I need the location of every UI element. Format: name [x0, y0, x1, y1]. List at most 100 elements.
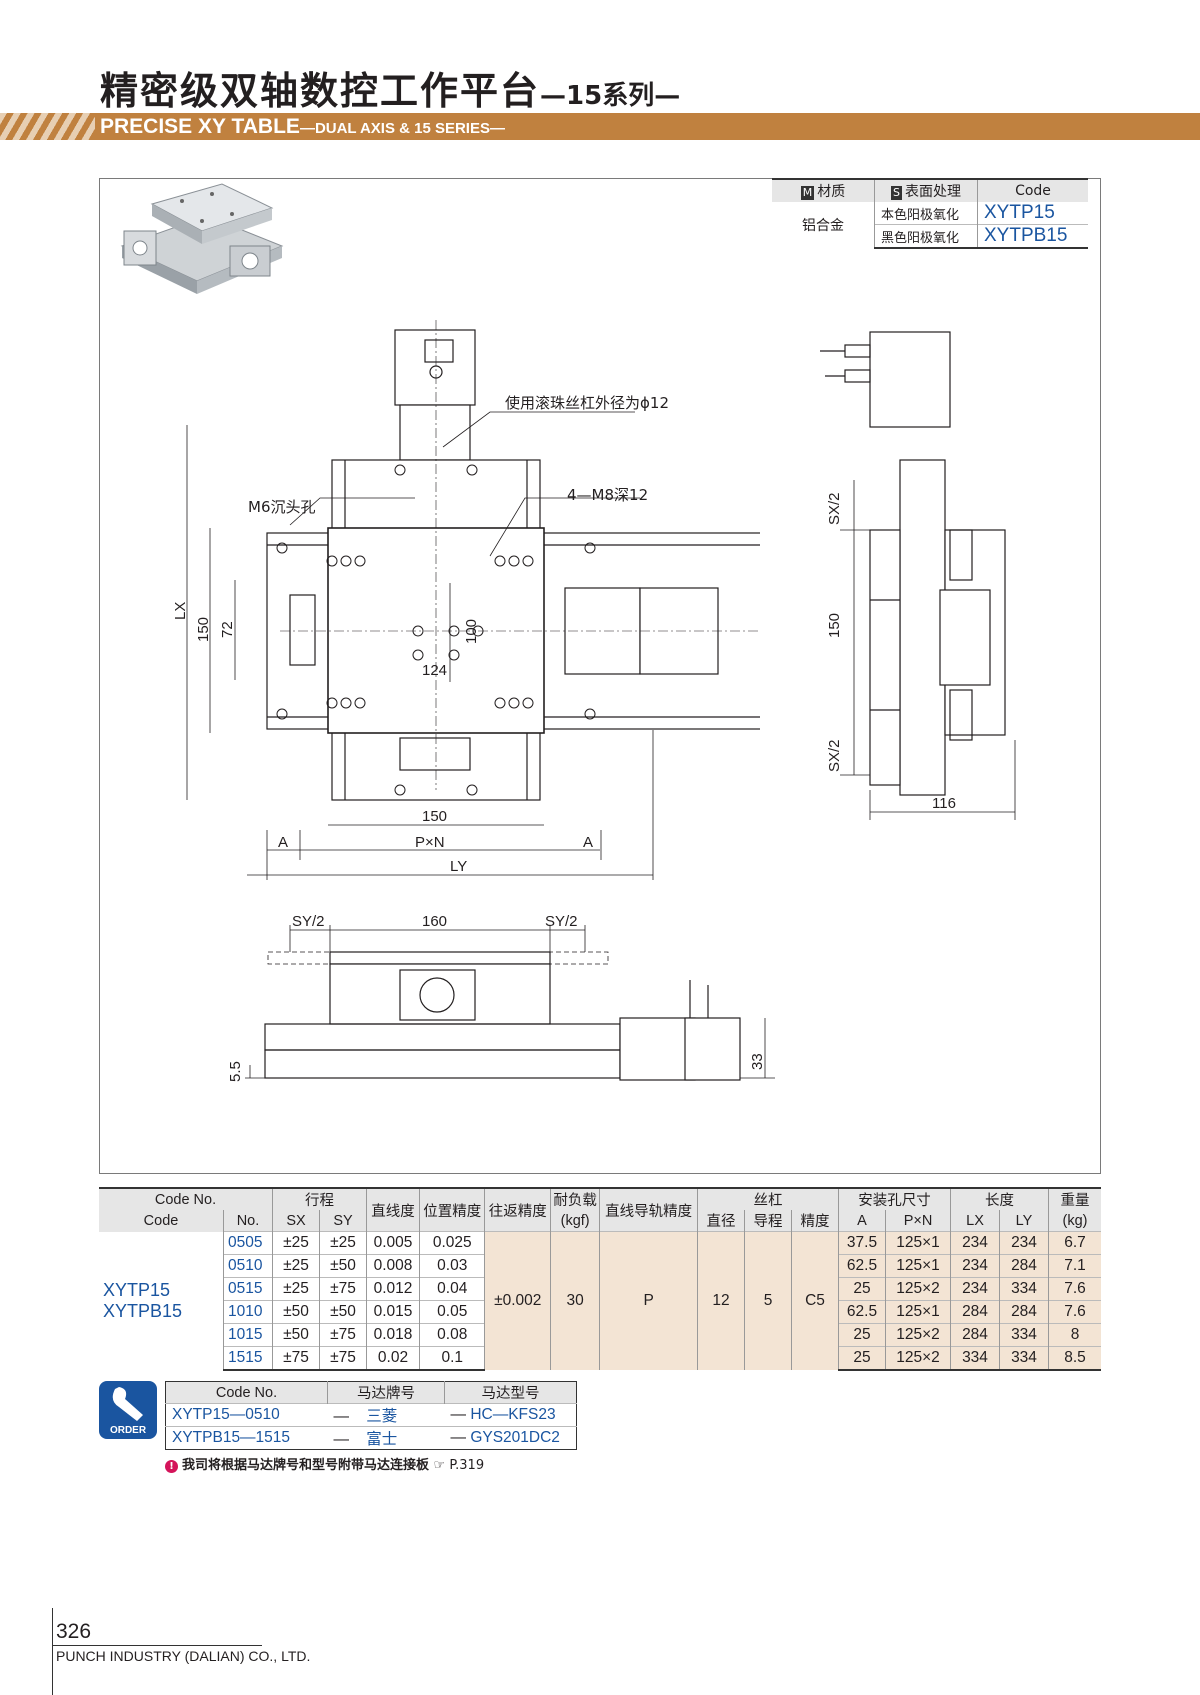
surface-header-label: 表面处理	[904, 184, 961, 200]
order-note-ref: ☞ P.319	[433, 1458, 485, 1473]
material-code: XYTP15	[977, 202, 1088, 225]
th-screw: 丝杠	[697, 1187, 839, 1210]
th-ly: LY	[999, 1210, 1049, 1232]
order-row: XYTPB15—1515 — 富士 — GYS201DC2	[165, 1426, 577, 1450]
th-lx: LX	[950, 1210, 1000, 1232]
band-hatch	[0, 113, 95, 140]
material-code: XYTPB15	[977, 224, 1088, 249]
spec-lx: 234	[950, 1277, 1000, 1301]
spec-weight: 7.6	[1048, 1277, 1101, 1301]
dim-a-right: A	[583, 834, 593, 851]
dim-150-vertical: 150	[195, 617, 212, 642]
side-dim-150: 150	[826, 613, 843, 638]
surface-badge-icon: S	[891, 186, 902, 200]
spec-no: 0515	[223, 1277, 273, 1301]
spec-weight: 8.5	[1048, 1346, 1101, 1371]
order-icon	[99, 1381, 157, 1439]
table-row: 0515 ±25 ±75 0.012 0.04 25 125×2 234 334…	[99, 1277, 1101, 1301]
surface-value: 本色阳极氧化	[874, 202, 978, 225]
th-mount: 安装孔尺寸	[838, 1187, 951, 1210]
material-value: 铝合金	[802, 218, 844, 234]
order-row: XYTP15—0510 — 三菱 — HC—KFS23	[165, 1403, 577, 1427]
order-th-model: 马达型号	[444, 1381, 577, 1404]
dim-pxn: P×N	[415, 834, 445, 851]
order-dash: —	[450, 1429, 467, 1446]
spec-straightness: 0.008	[365, 1254, 420, 1278]
alert-icon: !	[165, 1460, 178, 1473]
order-th-brand: 马达牌号	[327, 1381, 445, 1404]
spec-a: 25	[838, 1346, 886, 1371]
spec-sy: ±50	[319, 1300, 367, 1324]
spec-weight: 7.1	[1048, 1254, 1101, 1278]
order-model-cell: — GYS201DC2	[444, 1426, 577, 1450]
spec-lx: 234	[950, 1254, 1000, 1278]
spec-a: 25	[838, 1323, 886, 1347]
spec-table: Code No. 行程 直线度 位置精度 往返精度 耐负载 直线导轨精度 丝杠 …	[99, 1187, 1101, 1371]
spec-sx: ±25	[272, 1254, 320, 1278]
spec-header-row-1: Code No. 行程 直线度 位置精度 往返精度 耐负载 直线导轨精度 丝杠 …	[99, 1187, 1101, 1232]
spec-load: 30	[549, 1231, 600, 1370]
title-cn-suffix: —15系列—	[540, 81, 681, 111]
dim-124: 124	[422, 662, 447, 679]
title-en-main: PRECISE XY TABLE	[100, 115, 300, 138]
ballscrew-note: 使用滚珠丝杠外径为ϕ12	[505, 394, 669, 412]
lx-label: LX	[172, 602, 189, 620]
spec-sx: ±75	[272, 1346, 320, 1371]
material-row: 铝合金 本色阳极氧化 XYTP15	[772, 202, 1088, 234]
spec-position: 0.03	[419, 1254, 485, 1278]
side-motor	[869, 331, 951, 428]
th-weight: 重量	[1048, 1187, 1101, 1210]
spec-a: 62.5	[838, 1254, 886, 1278]
order-brand-cell: — 富士	[327, 1426, 445, 1450]
th-no: No.	[223, 1210, 273, 1232]
dim-116: 116	[932, 795, 956, 812]
front-motor	[619, 1017, 696, 1081]
sx2-top: SX/2	[826, 492, 843, 525]
order-model-cell: — HC—KFS23	[444, 1403, 577, 1427]
th-position-accuracy: 位置精度	[419, 1187, 485, 1232]
spec-sx: ±50	[272, 1300, 320, 1324]
th-rail-accuracy: 直线导轨精度	[599, 1187, 698, 1232]
th-mount-a: A	[838, 1210, 886, 1232]
spec-lead: 5	[744, 1231, 792, 1370]
spec-weight: 8	[1048, 1323, 1101, 1347]
company-name: PUNCH INDUSTRY (DALIAN) CO., LTD.	[56, 1648, 311, 1664]
spec-no: 1515	[223, 1346, 273, 1371]
footer-rule-horizontal	[52, 1645, 262, 1646]
spec-no: 1010	[223, 1300, 273, 1324]
spec-sy: ±75	[319, 1323, 367, 1347]
product-photo	[120, 183, 284, 294]
drawing-frame	[99, 178, 1101, 1174]
table-row: 1515 ±75 ±75 0.02 0.1 25 125×2 334 334 8…	[99, 1346, 1101, 1371]
th-stroke: 行程	[272, 1187, 367, 1210]
th-sy: SY	[319, 1210, 367, 1232]
order-table: Code No. 马达牌号 马达型号 XYTP15—0510 — 三菱 — HC…	[165, 1381, 577, 1450]
sy2-right: SY/2	[545, 913, 578, 930]
th-weight-unit: (kg)	[1048, 1210, 1101, 1232]
table-row: 0510 ±25 ±50 0.008 0.03 62.5 125×1 234 2…	[99, 1254, 1101, 1278]
order-code: XYTP15—0510	[165, 1403, 328, 1427]
spec-ly: 284	[999, 1300, 1049, 1324]
title-en-suffix: —DUAL AXIS & 15 SERIES—	[299, 120, 505, 137]
material-row: 黑色阳极氧化 XYTPB15	[772, 224, 1088, 249]
dim-a-left: A	[278, 834, 288, 851]
spec-ly: 334	[999, 1277, 1049, 1301]
title-cn: 精密级双轴数控工作平台	[100, 69, 541, 113]
spec-a: 37.5	[838, 1231, 886, 1255]
dim-100: 100	[463, 619, 480, 644]
spec-a: 62.5	[838, 1300, 886, 1324]
title-en: PRECISE XY TABLE—DUAL AXIS & 15 SERIES—	[100, 113, 505, 140]
dim-33: 33	[749, 1053, 766, 1070]
order-header: Code No. 马达牌号 马达型号	[165, 1381, 577, 1404]
spec-weight: 6.7	[1048, 1231, 1101, 1255]
th-load-unit: (kgf)	[549, 1210, 600, 1232]
surface-value: 黑色阳极氧化	[874, 224, 978, 249]
page-number: 326	[56, 1620, 92, 1643]
dim-72: 72	[219, 621, 236, 638]
dim-150-horizontal: 150	[422, 808, 447, 825]
spec-pxn: 125×1	[885, 1300, 951, 1324]
spec-pxn: 125×2	[885, 1277, 951, 1301]
spec-straightness: 0.018	[365, 1323, 420, 1347]
